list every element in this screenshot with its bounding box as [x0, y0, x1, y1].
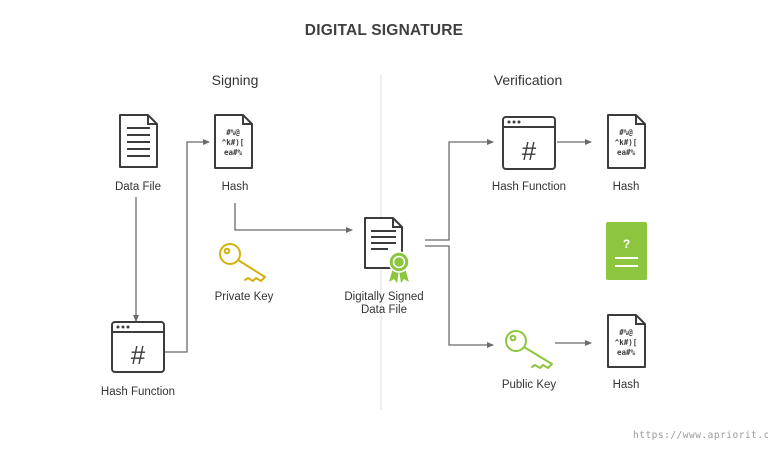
diagram-title: DIGITAL SIGNATURE — [304, 22, 464, 39]
hash-function-window-icon: # — [111, 321, 165, 373]
hash-line-1: #%@ — [226, 128, 240, 137]
label-data-file: Data File — [114, 181, 162, 193]
arrow-signed-to-verify-hashfunction — [425, 139, 494, 241]
verify-hash-document-top-icon: #%@ ^k#)[ ea#% — [607, 114, 646, 169]
arrow-signed-to-public-key — [425, 245, 494, 348]
label-private-key: Private Key — [214, 291, 274, 303]
verify-top-hash-line-1: #%@ — [619, 128, 633, 137]
label-verify-hash-bottom: Hash — [612, 379, 640, 391]
watermark-url: https://www.apriorit.com — [633, 430, 768, 441]
verify-bottom-hash-line-3: ea#% — [617, 348, 636, 357]
label-hash-function: Hash Function — [100, 386, 176, 398]
public-key-icon — [505, 330, 553, 369]
verify-hash-symbol: # — [522, 136, 537, 166]
verify-bottom-hash-line-2: ^k#)[ — [615, 338, 638, 347]
label-public-key: Public Key — [501, 379, 557, 391]
label-verify-hash-top: Hash — [612, 181, 640, 193]
data-file-icon — [119, 114, 158, 168]
hash-line-2: ^k#)[ — [222, 138, 245, 147]
hash-comparison-icon: ? — [606, 222, 647, 280]
question-mark: ? — [623, 237, 630, 251]
arrow-hash-to-signed-file — [234, 203, 353, 233]
label-hash: Hash — [221, 181, 249, 193]
verify-hash-document-bottom-icon: #%@ ^k#)[ ea#% — [607, 314, 646, 368]
label-signed-line2: Data File — [360, 304, 408, 316]
hash-document-icon: #%@ ^k#)[ ea#% — [214, 114, 253, 169]
hash-symbol: # — [131, 340, 146, 370]
signature-seal-badge-icon — [388, 251, 410, 283]
section-signing-heading: Signing — [211, 72, 259, 88]
verify-hash-function-window-icon: # — [502, 116, 556, 170]
verify-bottom-hash-line-1: #%@ — [619, 328, 633, 337]
label-signed-line1: Digitally Signed — [344, 291, 424, 303]
label-verify-hash-function: Hash Function — [491, 181, 567, 193]
section-verification-heading: Verification — [493, 72, 563, 88]
verify-top-hash-line-2: ^k#)[ — [615, 138, 638, 147]
arrow-hashfunction-to-hash — [165, 139, 210, 353]
hash-line-3: ea#% — [224, 148, 243, 157]
private-key-icon — [219, 243, 266, 282]
verify-top-hash-line-3: ea#% — [617, 148, 636, 157]
